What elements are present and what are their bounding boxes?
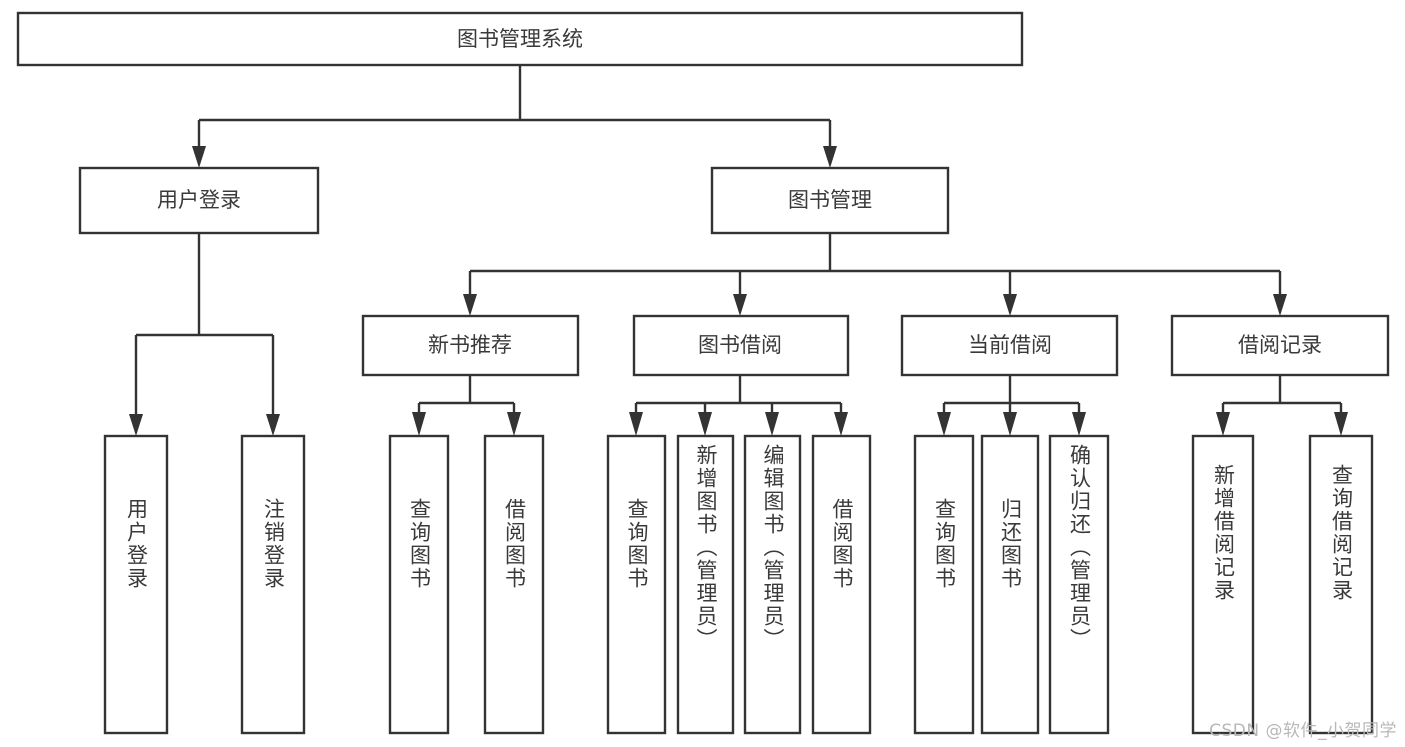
- arrow-to-book-borrow-icon: [733, 294, 747, 316]
- arrow-current-borrow-leaf-1-icon: [937, 412, 951, 436]
- node-borrow-records[interactable]: [1170, 314, 1390, 377]
- node-borrow-records-label: 借阅记录: [1238, 333, 1322, 357]
- leaf-box-new-book-2[interactable]: [483, 434, 545, 735]
- connector-group-user-login: [129, 233, 280, 436]
- leaf-box-borrow-records-1[interactable]: [1191, 434, 1255, 735]
- arrow-to-current-borrow-icon: [1003, 294, 1017, 316]
- node-new-book-recommend-label: 新书推荐: [428, 333, 512, 357]
- leaf-box-current-borrow-3[interactable]: [1048, 434, 1110, 735]
- node-book-borrow-label: 图书借阅: [698, 333, 782, 357]
- leaf-box-user-login-2[interactable]: [240, 434, 306, 735]
- arrow-current-borrow-leaf-2-icon: [1003, 412, 1017, 436]
- arrow-to-borrow-records-icon: [1273, 294, 1287, 316]
- watermark-text: CSDN @软件_小贺同学: [1209, 721, 1397, 741]
- arrow-book-borrow-leaf-3-icon: [765, 412, 779, 436]
- connector-group-book-borrow: [629, 375, 848, 436]
- node-user-login-label: 用户登录: [157, 188, 241, 212]
- node-book-borrow[interactable]: [632, 314, 850, 377]
- node-user-login[interactable]: [78, 166, 320, 235]
- node-new-book-recommend[interactable]: [361, 314, 580, 377]
- arrow-user-login-leaf-1-icon: [129, 414, 143, 436]
- leaf-box-book-borrow-4[interactable]: [811, 434, 872, 735]
- arrow-book-borrow-leaf-4-icon: [834, 412, 848, 436]
- node-root[interactable]: [16, 11, 1024, 67]
- arrow-borrow-records-leaf-2-icon: [1334, 412, 1348, 436]
- leaf-box-book-borrow-3[interactable]: [743, 434, 802, 735]
- arrow-new-book-leaf-1-icon: [412, 412, 426, 436]
- arrow-root-to-book-mgmt-icon: [823, 146, 837, 168]
- arrow-book-borrow-leaf-1-icon: [629, 412, 643, 436]
- node-current-borrow[interactable]: [900, 314, 1119, 377]
- node-book-management[interactable]: [710, 166, 950, 235]
- leaf-box-new-book-1[interactable]: [388, 434, 450, 735]
- leaf-box-user-login-1[interactable]: [103, 434, 169, 735]
- connector-group-root: [192, 65, 837, 168]
- arrow-current-borrow-leaf-3-icon: [1072, 412, 1086, 436]
- arrow-borrow-records-leaf-1-icon: [1216, 412, 1230, 436]
- arrow-root-to-user-login-icon: [192, 146, 206, 168]
- node-root-label: 图书管理系统: [457, 27, 583, 51]
- leaf-box-current-borrow-1[interactable]: [913, 434, 975, 735]
- arrow-book-borrow-leaf-2-icon: [698, 412, 712, 436]
- connector-group-current-borrow: [937, 375, 1086, 436]
- arrow-user-login-leaf-2-icon: [266, 414, 280, 436]
- arrow-new-book-leaf-2-icon: [507, 412, 521, 436]
- node-current-borrow-label: 当前借阅: [968, 333, 1052, 357]
- node-book-management-label: 图书管理: [788, 188, 872, 212]
- leaf-box-book-borrow-1[interactable]: [606, 434, 667, 735]
- connector-group-borrow-records: [1216, 375, 1348, 436]
- connector-group-new-book: [412, 375, 521, 436]
- leaf-box-book-borrow-2[interactable]: [676, 434, 735, 735]
- leaf-box-current-borrow-2[interactable]: [980, 434, 1040, 735]
- connector-group-book-mgmt: [463, 233, 1287, 316]
- leaf-box-borrow-records-2[interactable]: [1308, 434, 1374, 735]
- arrow-to-new-book-icon: [463, 294, 477, 316]
